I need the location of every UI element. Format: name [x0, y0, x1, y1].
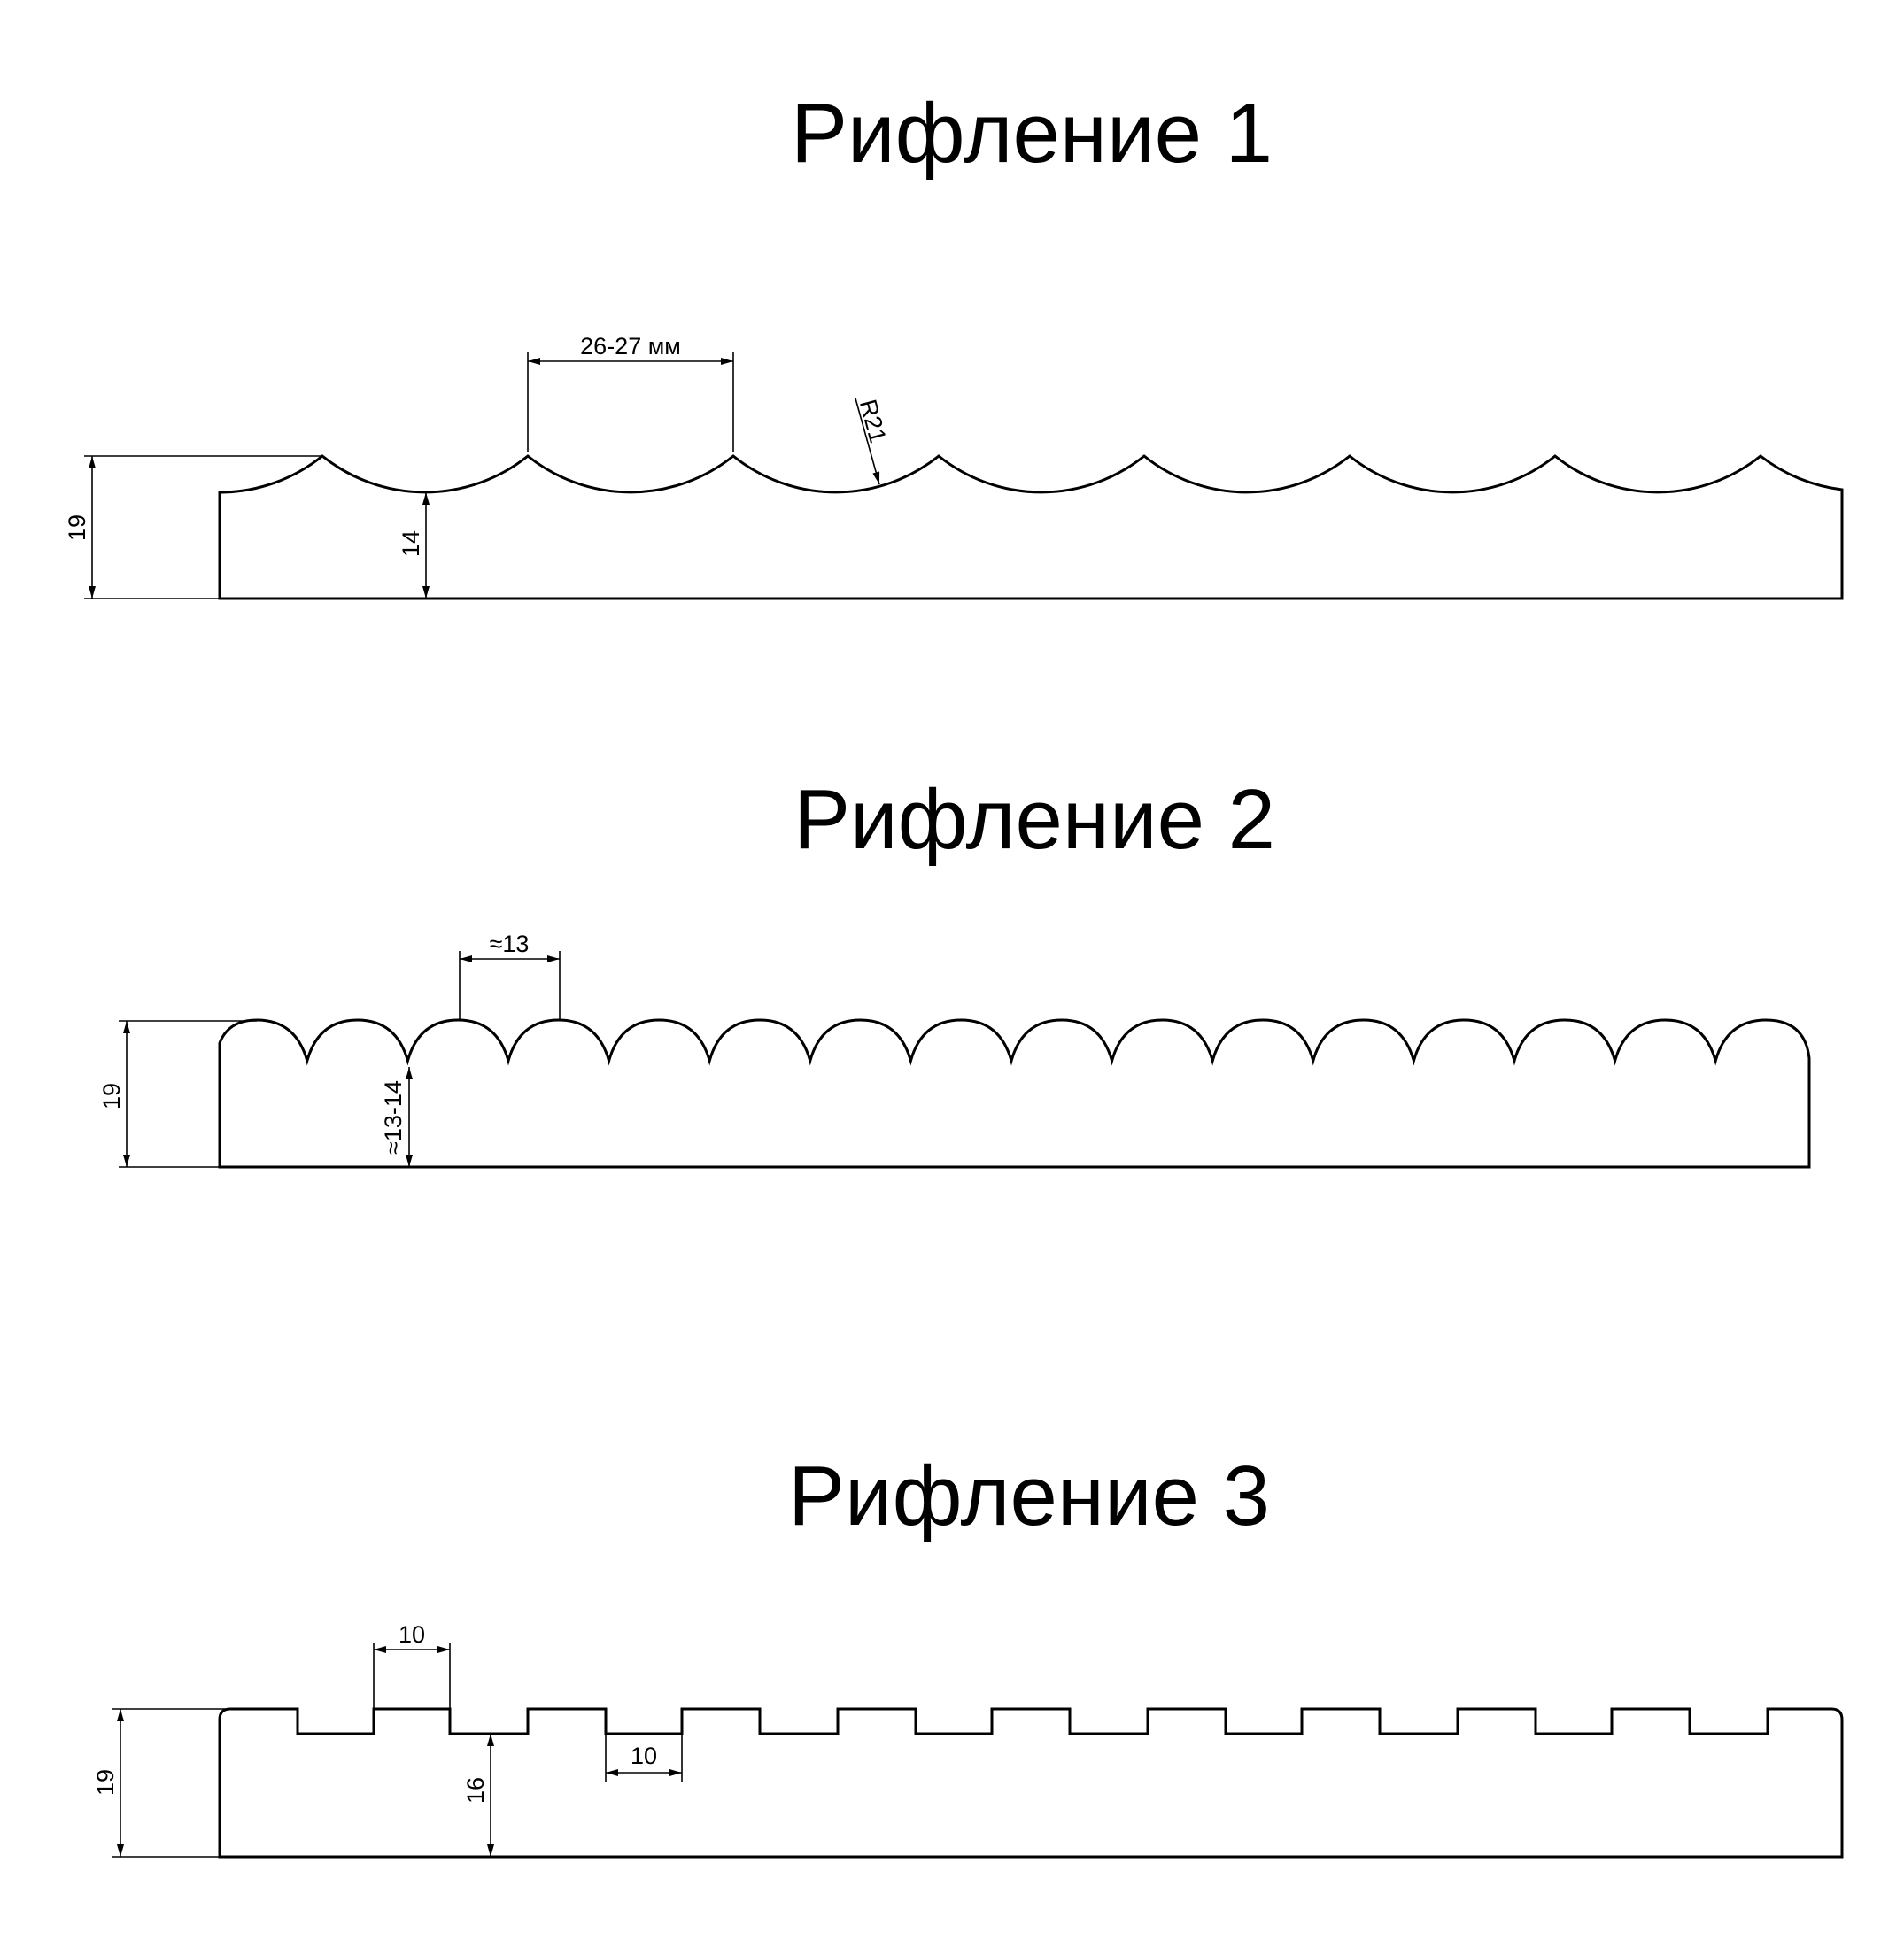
- section-fluting-1: Рифление 1 19 14 26-27 мм R21: [64, 86, 1844, 600]
- dim-3-ridge-width: 10: [399, 1621, 425, 1648]
- dim-3-total-height: 19: [92, 1769, 119, 1796]
- dimension-ridge-width-3: 10: [373, 1621, 451, 1709]
- dimension-total-height-3: 19: [92, 1708, 232, 1858]
- dim-3-groove-width: 10: [631, 1743, 657, 1769]
- dim-2-base-height: ≈13-14: [380, 1080, 406, 1155]
- section-1-title: Рифление 1: [791, 86, 1273, 181]
- dimension-base-height-2: ≈13-14: [380, 1067, 413, 1167]
- section-fluting-2: Рифление 2 19 ≈13-14 ≈13: [98, 772, 1811, 1169]
- dim-3-base-height: 16: [462, 1777, 489, 1804]
- dim-1-total-height: 19: [64, 514, 90, 541]
- section-2-title: Рифление 2: [793, 772, 1275, 867]
- dimension-total-height-1: 19: [64, 455, 321, 599]
- dimension-total-height-2: 19: [98, 1020, 257, 1168]
- section-3-title: Рифление 3: [788, 1449, 1270, 1543]
- dimension-pitch-2: ≈13: [459, 931, 561, 1020]
- dimension-pitch-1: 26-27 мм: [527, 333, 734, 452]
- dim-1-radius: R21: [855, 397, 892, 446]
- dimension-base-height-1: 14: [398, 492, 430, 599]
- profile-1-outline: [218, 454, 1844, 600]
- section-fluting-3: Рифление 3 19 16 10 10: [92, 1449, 1844, 1859]
- dim-2-total-height: 19: [98, 1083, 125, 1109]
- dimension-radius-1: R21: [855, 397, 892, 485]
- dim-1-pitch: 26-27 мм: [580, 333, 681, 359]
- dim-1-base-height: 14: [398, 530, 424, 557]
- dimension-base-height-3: 16: [462, 1734, 494, 1857]
- dimension-groove-width-3: 10: [605, 1734, 683, 1782]
- dim-2-pitch: ≈13: [490, 931, 530, 957]
- profile-2-outline: [218, 1018, 1811, 1169]
